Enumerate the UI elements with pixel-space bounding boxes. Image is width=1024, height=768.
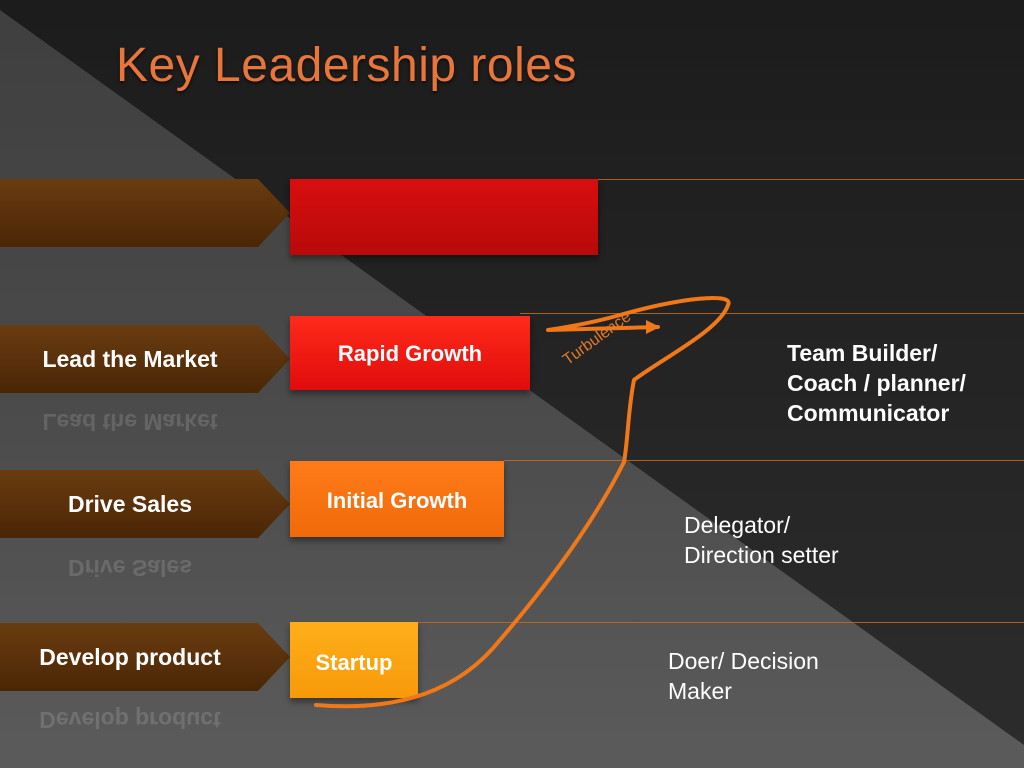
curve-arrowhead [646,320,660,334]
role-line: Coach / planner/ [787,370,966,396]
stage-box-initial-growth: Initial Growth [290,461,504,537]
divider-line-2 [520,313,1024,314]
role-doer: Doer/ Decision Maker [668,646,819,706]
stage-box-startup: Startup [290,622,418,698]
role-line: Delegator/ [684,512,791,538]
role-delegator: Delegator/ Direction setter [684,510,839,570]
divider-line-1 [598,179,1024,180]
arrow-develop-product: Develop product [0,623,290,691]
slide-title: Key Leadership roles [116,39,577,92]
growth-curve-path [314,296,731,709]
divider-line-3 [504,460,1024,461]
arrow-top-empty [0,179,290,247]
role-line: Doer/ Decision [668,648,819,674]
stage-box-top [290,179,598,255]
stage-label: Initial Growth [326,488,468,513]
arrow-label: Lead the Market [42,345,218,372]
arrow-drive-sales: Drive Sales [0,470,290,538]
role-line: Communicator [787,400,950,426]
stage-box-rapid-growth: Rapid Growth [290,316,530,390]
stage-label: Startup [315,650,393,675]
role-team-builder: Team Builder/ Coach / planner/ Communica… [787,338,966,428]
divider-line-4 [418,622,1024,623]
role-line: Team Builder/ [787,340,938,366]
stage-label: Rapid Growth [337,341,483,366]
role-line: Maker [668,678,732,704]
arrow-label: Drive Sales [67,490,193,517]
role-line: Direction setter [684,542,839,568]
arrow-lead-the-market: Lead the Market [0,325,290,393]
arrow-label: Develop product [39,643,221,670]
